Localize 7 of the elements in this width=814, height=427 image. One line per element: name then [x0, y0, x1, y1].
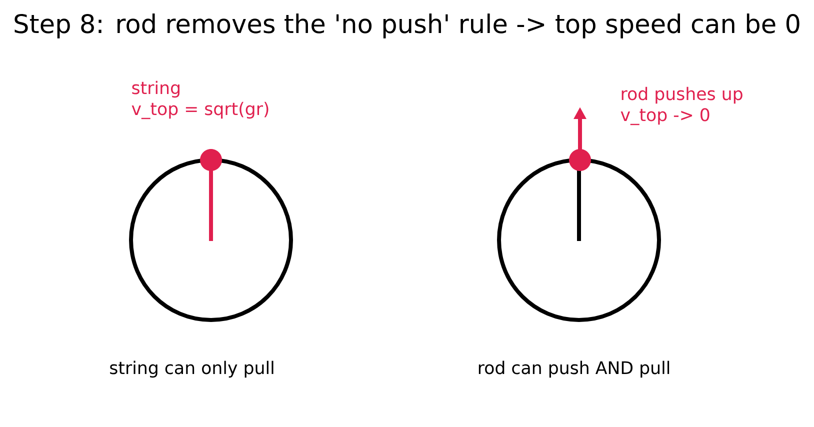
caption: string can only pull	[110, 360, 274, 378]
annotation-text: v_top = sqrt(gr)	[132, 102, 268, 120]
annotation-text: rod pushes up	[622, 86, 742, 104]
annotation-text: v_top -> 0	[620, 108, 710, 126]
caption: rod can push AND pull	[478, 360, 670, 378]
annotation-text: string	[132, 80, 180, 98]
title: Step 8: rod removes the 'no push' rule -> top speed can be 0	[14, 14, 800, 38]
